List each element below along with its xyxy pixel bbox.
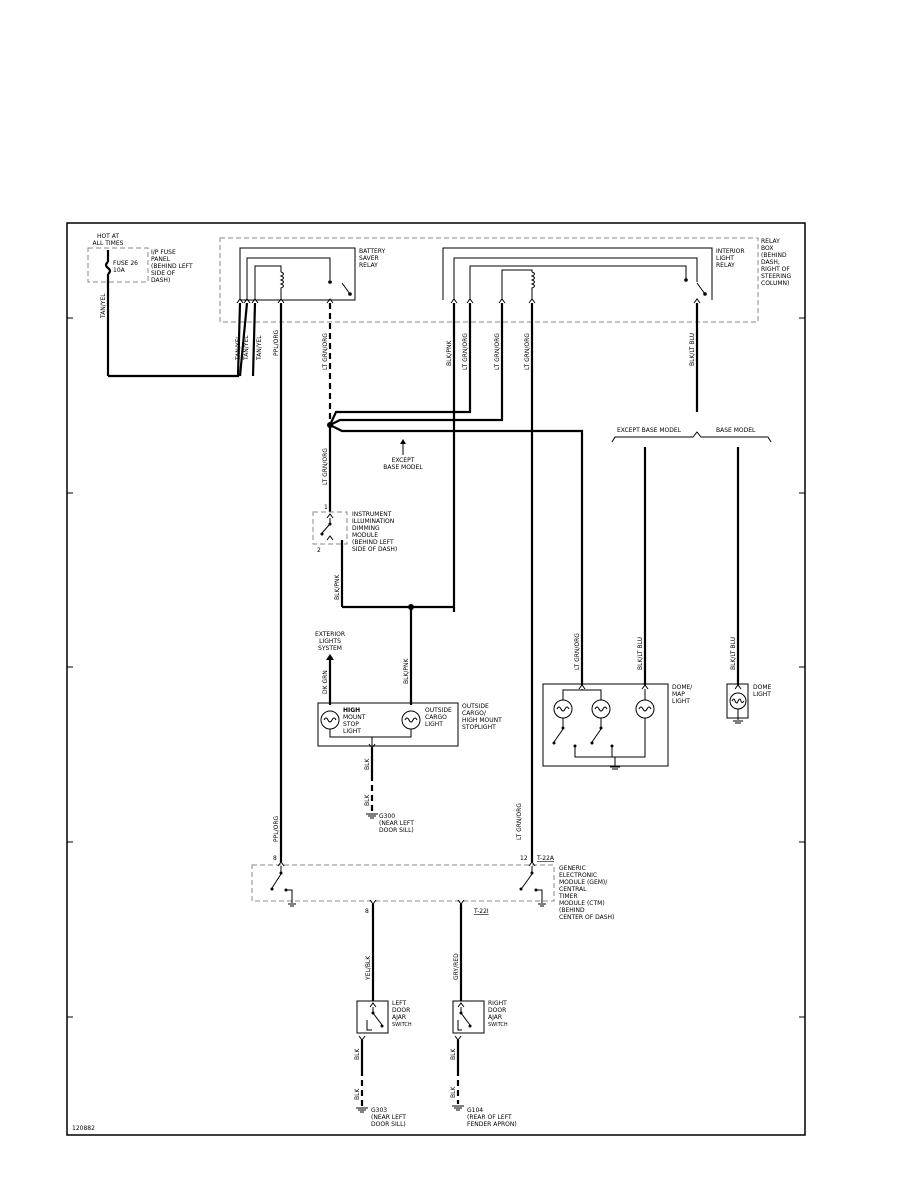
base-model-label: BASE MODEL <box>716 427 756 434</box>
relay-connectors <box>236 298 701 304</box>
wire-label-tan-yel-fuse: TAN/YEL <box>100 293 107 319</box>
wire-label-blk-g104-a: BLK <box>450 1048 457 1060</box>
wire-label-tan-yel-2: TAN/YEL <box>243 335 250 361</box>
wires-upper: TAN/YEL TAN/YEL TAN/YEL PPL/ORG PPL/ORG … <box>108 302 699 862</box>
high-mount-assembly-box <box>317 702 459 747</box>
wire-label-tan-yel-1: TAN/YEL <box>235 335 242 361</box>
right-door-ajar-switch-box <box>452 1000 485 1034</box>
wire-label-lt-grn-org-dashed: LT GRN/ORG <box>322 333 329 370</box>
wire-label-blk-g303-a: BLK <box>354 1048 361 1060</box>
wire-label-blk-lt-blu-dome: BLK/LT BLU <box>730 637 737 670</box>
fuse-26-symbol <box>104 261 112 275</box>
wire-label-blk-g300-b: BLK <box>364 794 371 806</box>
wire-label-yel-blk: YEL/BLK <box>365 955 372 981</box>
left-door-ajar-switch-box <box>356 1000 389 1034</box>
wire-label-ppl-org-lower: PPL/ORG <box>273 816 280 842</box>
wire-label-blk-pnk-upper: BLK/PNK <box>446 339 453 366</box>
wire-label-tan-yel-3: TAN/YEL <box>256 335 263 361</box>
wire-label-blk-lt-blu-dome-map: BLK/LT BLU <box>637 637 644 670</box>
dimming-module-box <box>312 511 348 545</box>
gem-pin-12: 12 <box>520 855 528 862</box>
wire-label-lt-grn-org-gem: LT GRN/ORG <box>516 803 523 840</box>
gem-pin-8: 8 <box>273 855 277 862</box>
wire-label-gry-red: GRY/RED <box>453 953 460 980</box>
frame-ticks <box>67 317 805 1018</box>
high-mount-stop-light-bulb <box>320 710 340 730</box>
dome-map-light-box <box>542 683 669 767</box>
wire-label-blk-lt-blu-upper: BLK/LT BLU <box>689 333 696 366</box>
wire-label-blk-g303-b: BLK <box>354 1088 361 1100</box>
gem-pin-8-bottom: 8 <box>365 908 369 915</box>
interior-light-relay-coil <box>530 271 535 300</box>
dim-pin-2: 2 <box>317 547 321 554</box>
gem-connector-t22i: T-22I <box>473 908 489 915</box>
wire-label-ppl-org-upper: PPL/ORG <box>273 330 280 356</box>
except-base-model-label: EXCEPT BASE MODEL <box>617 427 682 434</box>
model-variant-braces: EXCEPT BASE MODEL BASE MODEL LT GRN/ORG … <box>574 427 772 685</box>
diagram-frame <box>66 222 806 1136</box>
dim-pin-1: 1 <box>324 504 328 511</box>
gem-ctm-box <box>251 864 555 902</box>
wire-label-lt-grn-org-b: LT GRN/ORG <box>494 333 501 370</box>
relay-box-outline <box>219 237 759 323</box>
battery-saver-relay-coil <box>279 271 284 300</box>
wire-label-lt-grn-org-a: LT GRN/ORG <box>462 333 469 370</box>
wire-label-lt-grn-org-dome: LT GRN/ORG <box>574 633 581 670</box>
wire-label-lt-grn-org-dim: LT GRN/ORG <box>322 448 329 485</box>
gem-connector-t22a: T-22A <box>536 855 555 862</box>
outside-cargo-light-bulb <box>401 710 421 730</box>
wire-label-dk-grn: DK GRN <box>322 670 329 694</box>
wire-label-lt-grn-org-c: LT GRN/ORG <box>524 333 531 370</box>
wire-label-blk-pnk-cargo: BLK/PNK <box>403 657 410 684</box>
figure-id: 120882 <box>72 1125 95 1132</box>
wire-label-blk-g300-a: BLK <box>364 758 371 770</box>
wire-label-blk-g104-b: BLK <box>450 1086 457 1098</box>
wire-label-blk-pnk-dim: BLK/PNK <box>334 573 341 600</box>
fuse-panel-box <box>87 247 149 283</box>
